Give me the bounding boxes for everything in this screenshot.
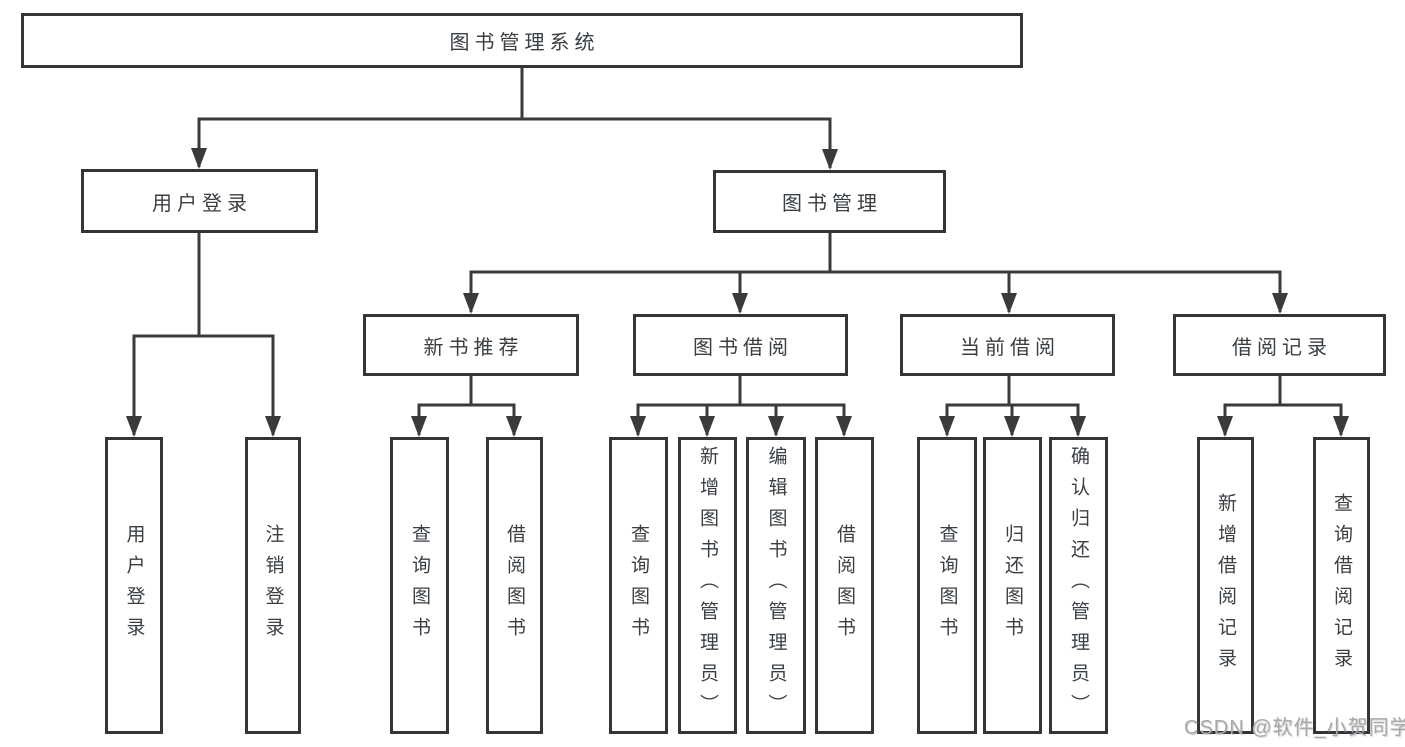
- node-root: 图书管理系统: [21, 13, 1023, 68]
- leaf-confirm-return-admin-label: 确认归还（管理员）: [1068, 446, 1089, 725]
- leaf-user-login: 用户登录: [105, 437, 163, 734]
- node-book-management: 图书管理: [713, 170, 946, 233]
- node-new-book-recommend: 新书推荐: [363, 314, 579, 376]
- leaf-return-books-label: 归还图书: [1002, 523, 1023, 648]
- leaf-logout: 注销登录: [245, 437, 301, 734]
- leaf-query-borrow-record-label: 查询借阅记录: [1331, 492, 1352, 679]
- node-book-borrow: 图书借阅: [633, 314, 848, 376]
- leaf-query-books-borrow: 查询图书: [609, 437, 668, 734]
- arrowheads: [126, 148, 1349, 437]
- leaf-edit-books-admin-label: 编辑图书（管理员）: [765, 446, 787, 725]
- leaf-edit-books-admin: 编辑图书（管理员）: [746, 437, 806, 734]
- leaf-query-books-current: 查询图书: [917, 437, 977, 734]
- node-borrow-records: 借阅记录: [1173, 314, 1386, 376]
- leaf-add-borrow-record: 新增借阅记录: [1197, 437, 1254, 734]
- node-current-borrow: 当前借阅: [900, 314, 1115, 376]
- leaf-query-books-borrow-label: 查询图书: [628, 523, 649, 648]
- leaf-add-borrow-record-label: 新增借阅记录: [1215, 492, 1236, 679]
- leaf-return-books: 归还图书: [983, 437, 1042, 734]
- leaf-user-login-label: 用户登录: [123, 523, 145, 648]
- leaf-add-books-admin-label: 新增图书（管理员）: [697, 446, 718, 725]
- leaf-query-books-recommend-label: 查询图书: [409, 523, 430, 648]
- leaf-borrow-books: 借阅图书: [815, 437, 874, 734]
- leaf-query-books-recommend: 查询图书: [390, 437, 449, 734]
- leaf-borrow-books-recommend-label: 借阅图书: [504, 523, 525, 648]
- leaf-logout-label: 注销登录: [262, 523, 284, 648]
- node-user-login-group: 用户登录: [81, 169, 318, 233]
- leaf-query-books-current-label: 查询图书: [936, 523, 958, 648]
- leaf-query-borrow-record: 查询借阅记录: [1313, 437, 1370, 734]
- leaf-add-books-admin: 新增图书（管理员）: [678, 437, 737, 734]
- csdn-watermark: CSDN @软件_小贺同学: [1184, 717, 1405, 739]
- leaf-borrow-books-label: 借阅图书: [834, 523, 855, 648]
- leaf-confirm-return-admin: 确认归还（管理员）: [1049, 437, 1108, 734]
- leaf-borrow-books-recommend: 借阅图书: [486, 437, 543, 734]
